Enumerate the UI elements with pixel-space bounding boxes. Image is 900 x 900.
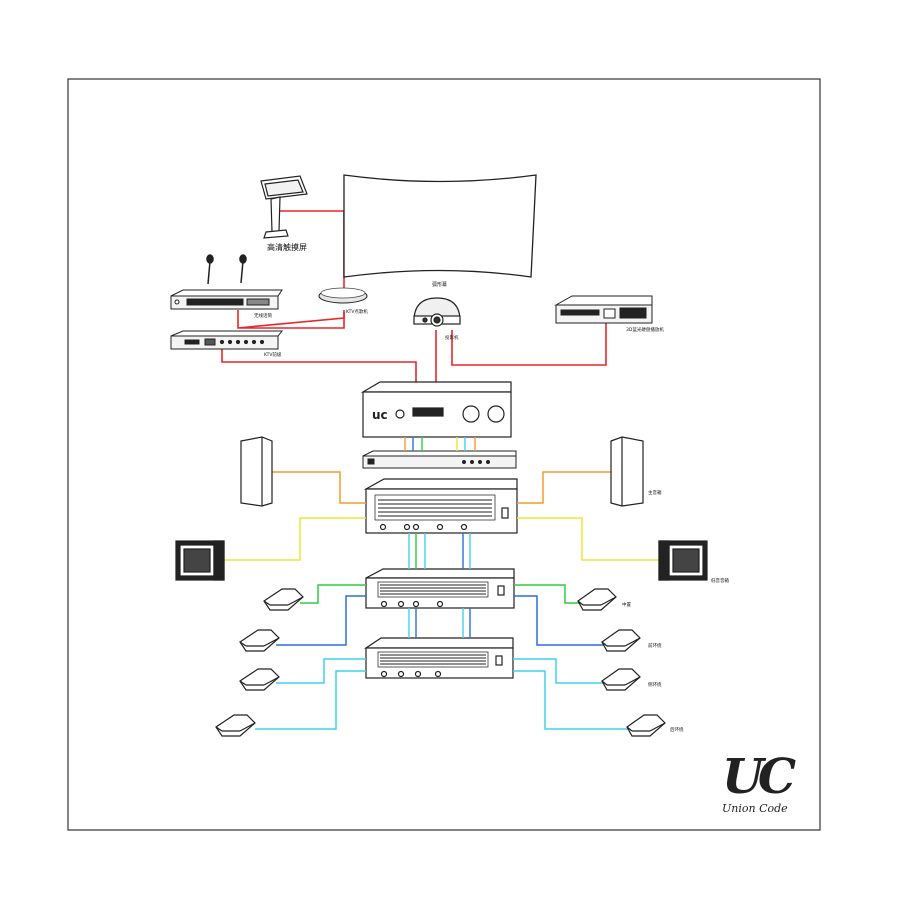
logo-mark: UC: [722, 749, 796, 805]
diagram-frame: [67, 78, 821, 831]
ktv-effects-label: KTV前级: [264, 351, 282, 358]
projector-icon: [413, 297, 461, 327]
logo-wordmark: Union Code: [722, 802, 788, 815]
link-wires-2: [408, 533, 471, 638]
wireless-mic-label: 无线话筒: [254, 312, 272, 319]
microphone-icons: [206, 254, 247, 285]
ktv-player-icon: [318, 287, 368, 304]
side-surround-label: 侧环绕: [648, 681, 662, 688]
curved-screen-icon: [343, 174, 537, 278]
center-speaker-right-icon: [577, 588, 617, 611]
rear-surround-left-icon: [215, 714, 256, 737]
touch-screen-icon: [260, 175, 308, 239]
center-front-amplifier-icon: [365, 568, 515, 609]
subwoofer-label: 低音音箱: [711, 577, 729, 584]
rear-surround-right-icon: [626, 714, 666, 737]
signal-distributor-icon: [362, 450, 517, 469]
touch-screen-label: 高清触摸屏: [267, 242, 307, 252]
ktv-effects-icon: [170, 330, 284, 350]
main-amplifier-icon: [363, 478, 518, 534]
main-speaker-left-icon: [240, 436, 273, 507]
side-surround-left-icon: [239, 668, 280, 691]
subwoofer-right-icon: [658, 540, 708, 581]
rear-surround-label: 后环绕: [670, 726, 684, 733]
projector-label: 投影机: [445, 334, 459, 341]
main-speaker-label: 主音箱: [648, 489, 662, 496]
bluray-player-label: 3D蓝光硬盘播放机: [626, 326, 664, 333]
subwoofer-left-icon: [175, 540, 225, 581]
union-code-logo: UC Union Code: [722, 749, 802, 815]
bluray-player-icon: [554, 295, 653, 324]
front-surround-label: 前环绕: [648, 642, 662, 649]
center-label: 中置: [622, 601, 631, 608]
side-surround-right-icon: [601, 668, 641, 691]
surround-amplifier-icon: [364, 637, 514, 679]
av-processor-icon: uc: [360, 381, 512, 438]
wireless-receiver-icon: [170, 289, 283, 310]
speaker-wires: [224, 471, 659, 730]
ktv-player-label: KTV点歌机: [346, 308, 368, 315]
center-speaker-left-icon: [263, 588, 304, 611]
curved-screen-label: 弧形幕: [432, 281, 447, 288]
front-surround-left-icon: [239, 629, 280, 652]
front-surround-right-icon: [601, 629, 641, 652]
main-speaker-right-icon: [610, 436, 644, 507]
svg-text:uc: uc: [372, 408, 388, 422]
link-wires-1: [404, 437, 476, 451]
